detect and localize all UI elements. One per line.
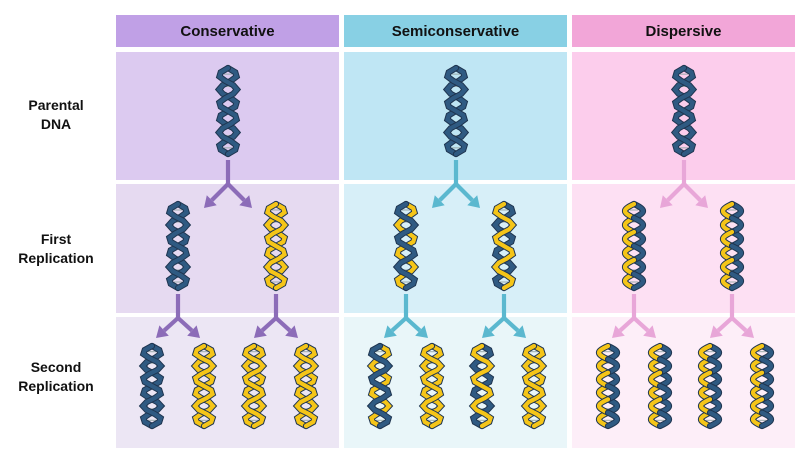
helix-dispersive-first-2 — [719, 200, 745, 292]
helix-semiconservative-second-2 — [418, 342, 446, 430]
row-label-line: Second — [30, 359, 82, 375]
helix-conservative-parental-1 — [214, 64, 242, 158]
cell-conservative-first — [116, 184, 339, 313]
helix-conservative-second-2 — [190, 342, 218, 430]
row-label-first: First Replication — [0, 230, 112, 268]
helix-dispersive-second-2 — [647, 342, 673, 430]
helix-dispersive-second-1 — [595, 342, 621, 430]
arrow-dispersive-to-first — [660, 160, 708, 208]
row-label-line: Parental — [28, 97, 84, 113]
row-label-line: Replication — [18, 378, 94, 394]
arrow-conservative-to-second-right — [254, 294, 298, 338]
helix-conservative-first-2 — [262, 200, 290, 292]
arrow-semiconservative-to-second-right — [482, 294, 526, 338]
helix-semiconservative-second-4 — [520, 342, 548, 430]
header-bg-conservative — [116, 15, 339, 47]
arrow-conservative-to-second-left — [156, 294, 200, 338]
row-label-line: DNA — [40, 116, 72, 132]
helix-conservative-first-1 — [164, 200, 192, 292]
helix-semiconservative-second-1 — [366, 342, 394, 430]
header-conservative: Conservative — [180, 22, 275, 40]
helix-semiconservative-parental-1 — [442, 64, 470, 158]
arrow-dispersive-to-second-right — [710, 294, 754, 338]
cell-dispersive-first — [572, 184, 795, 313]
arrow-conservative-to-first — [204, 160, 252, 208]
helix-semiconservative-second-3 — [468, 342, 496, 430]
helix-dispersive-first-1 — [621, 200, 647, 292]
cell-semiconservative-parental — [344, 52, 567, 180]
arrow-dispersive-to-second-left — [612, 294, 656, 338]
helix-conservative-second-1 — [138, 342, 166, 430]
helix-conservative-second-4 — [292, 342, 320, 430]
helix-conservative-second-3 — [240, 342, 268, 430]
helix-dispersive-second-4 — [749, 342, 775, 430]
arrow-semiconservative-to-first — [432, 160, 480, 208]
header-dispersive: Dispersive — [645, 22, 722, 40]
header-semiconservative: Semiconservative — [391, 22, 520, 40]
cell-conservative-parental — [116, 52, 339, 180]
row-label-line: First — [40, 231, 72, 247]
row-label-line: Replication — [18, 250, 94, 266]
helix-semiconservative-first-2 — [490, 200, 518, 292]
cell-semiconservative-first — [344, 184, 567, 313]
header-bg-dispersive — [572, 15, 795, 47]
header-bg-semiconservative — [344, 15, 567, 47]
helix-dispersive-parental-1 — [670, 64, 698, 158]
cell-dispersive-parental — [572, 52, 795, 180]
row-label-parental: Parental DNA — [0, 96, 112, 134]
arrow-semiconservative-to-second-left — [384, 294, 428, 338]
row-label-second: Second Replication — [0, 358, 112, 396]
helix-dispersive-second-3 — [697, 342, 723, 430]
helix-semiconservative-first-1 — [392, 200, 420, 292]
